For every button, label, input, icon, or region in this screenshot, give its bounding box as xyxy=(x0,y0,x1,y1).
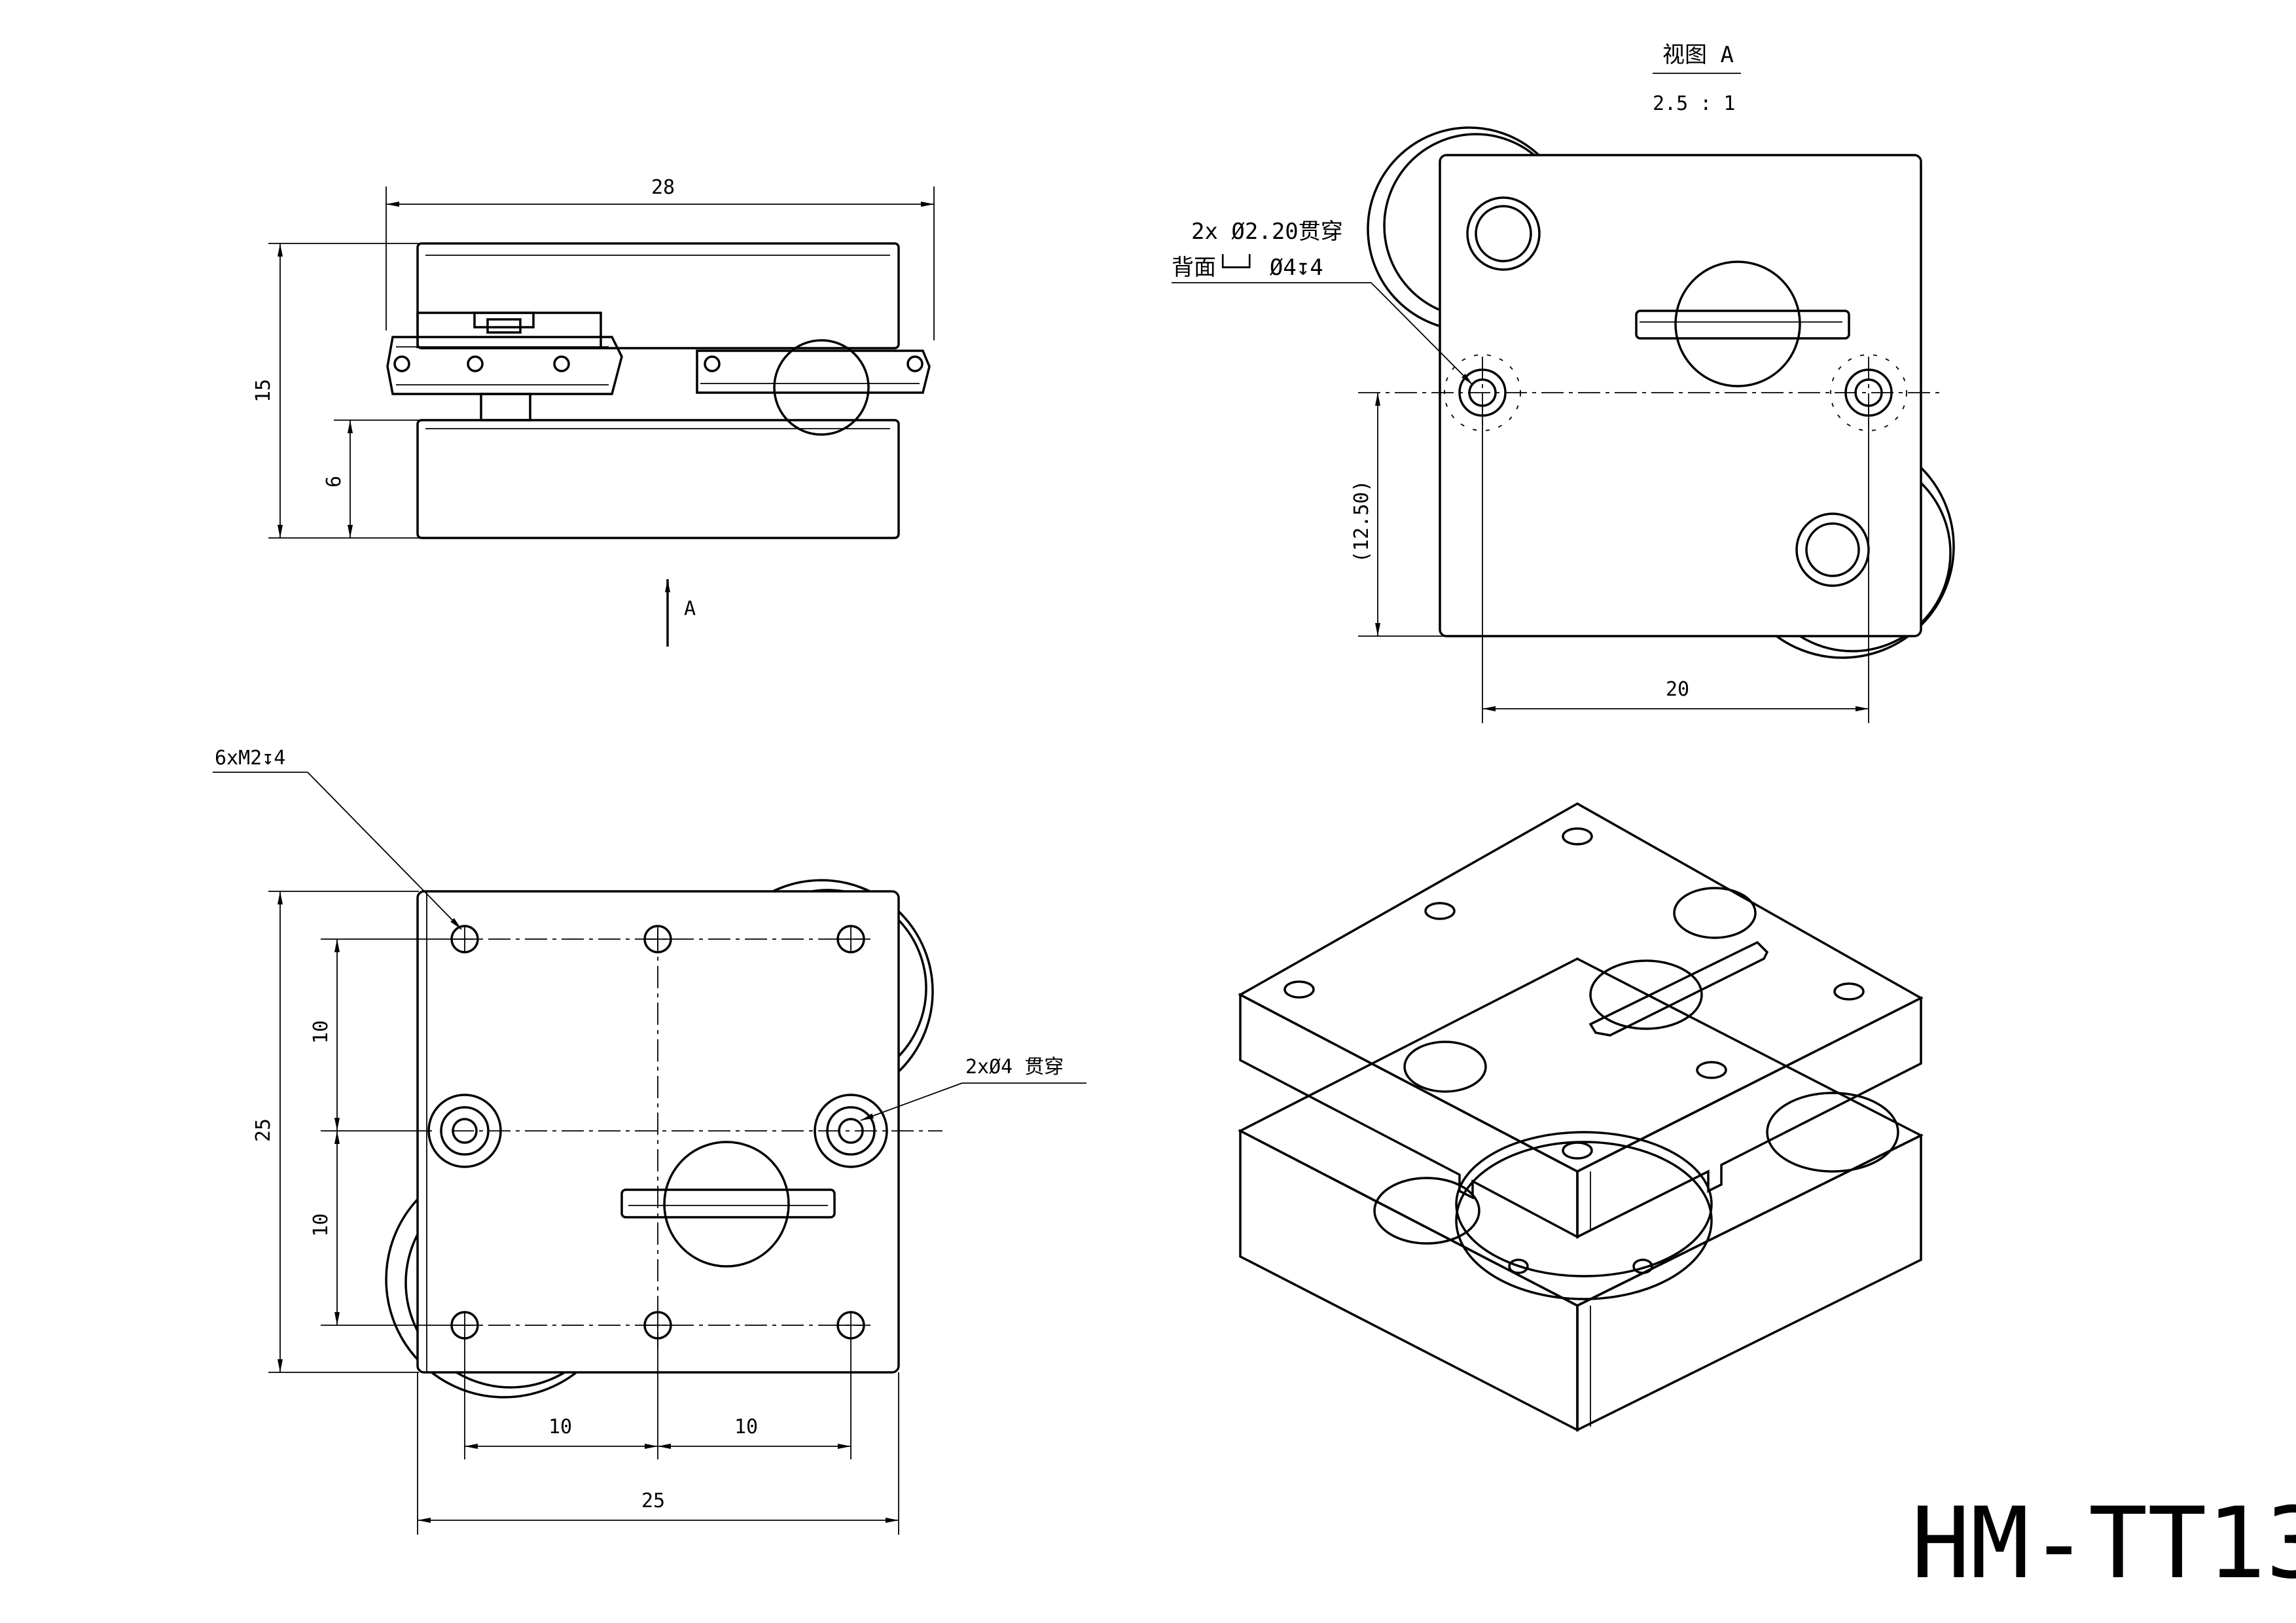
isometric-view xyxy=(1238,802,1924,1432)
view-a-hole-note-1: 2x Ø2.20贯穿 xyxy=(1191,219,1343,245)
view-a-scale: 2.5 : 1 xyxy=(1653,92,1735,115)
view-a-name: 视图 A xyxy=(1662,42,1734,68)
dim-6: 6 xyxy=(323,476,346,488)
view-a: 视图 A 2.5 : 1 2x Ø2.20贯穿 背面└─┘ Ø4↧4 xyxy=(1172,42,1955,723)
dim-10-upper: 10 xyxy=(310,1020,332,1044)
dim-28: 28 xyxy=(651,176,675,199)
dim-25-vertical: 25 xyxy=(252,1118,275,1142)
thread-note: 6xM2↧4 xyxy=(215,747,285,770)
dim-25-horizontal: 25 xyxy=(641,1489,665,1512)
dim-10-left: 10 xyxy=(548,1416,572,1438)
dim-10-lower: 10 xyxy=(310,1213,332,1237)
dim-10-right: 10 xyxy=(734,1416,758,1438)
part-number: HM-TT13 xyxy=(1911,1487,2296,1601)
through-hole-note: 2xØ4 贯穿 xyxy=(965,1056,1064,1079)
view-arrow-label: A xyxy=(684,597,696,620)
dim-20: 20 xyxy=(1666,678,1689,701)
dim-15: 15 xyxy=(252,379,275,402)
dim-12-50: (12.50) xyxy=(1350,480,1373,563)
side-view: 28 15 6 A xyxy=(252,176,935,647)
view-a-body xyxy=(1439,154,1922,637)
view-a-hole-note-2: 背面└─┘ Ø4↧4 xyxy=(1172,254,1323,281)
top-view: 6xM2↧4 2xØ4 贯穿 25 10 10 10 10 25 xyxy=(213,747,1086,1535)
